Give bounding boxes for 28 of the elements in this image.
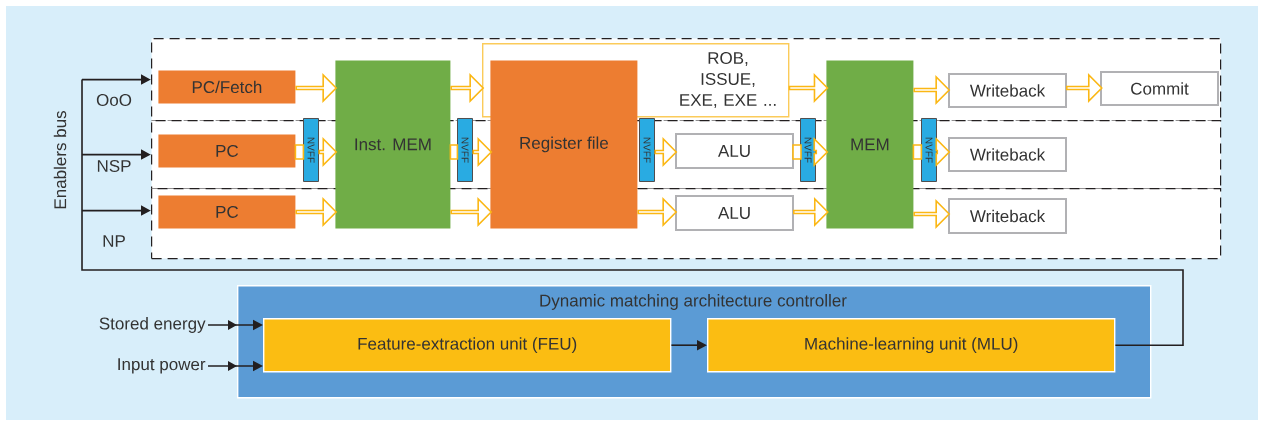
nvff-block: NVFF (639, 118, 655, 182)
input-label: Stored energy (99, 317, 206, 333)
nvff-block: NVFF (921, 118, 937, 182)
stage-box: Writeback (948, 137, 1067, 172)
stage-box: ALU (675, 195, 794, 231)
stage-block: PC (158, 195, 296, 229)
nvff-block: NVFF (303, 118, 319, 182)
memory-block: MEM (826, 60, 914, 229)
stage-block: Register file (490, 60, 638, 229)
bus-label: Enablers bus (53, 111, 67, 209)
stage-box: Commit (1100, 71, 1219, 106)
stage-box: ALU (675, 133, 794, 169)
hollow-connector (449, 144, 459, 160)
nvff-block: NVFF (800, 118, 816, 182)
edge-label: NP (100, 233, 128, 249)
memory-block: Inst. MEM (335, 60, 451, 229)
stage-box: Writeback (948, 198, 1067, 234)
stage-box: Writeback (948, 73, 1067, 108)
hollow-connector (912, 144, 923, 160)
hollow-connector (294, 144, 305, 160)
stage-block: PC (158, 134, 296, 168)
stage-block: PC/Fetch (158, 70, 296, 104)
input-label: Input power (118, 358, 206, 374)
nvff-block: NVFF (457, 118, 473, 182)
bus-line (81, 78, 1184, 346)
unit-box: Machine-learning unit (MLU) (707, 318, 1116, 373)
unit-box: Feature-extraction unit (FEU) (263, 318, 672, 373)
hollow-connector (792, 144, 802, 160)
